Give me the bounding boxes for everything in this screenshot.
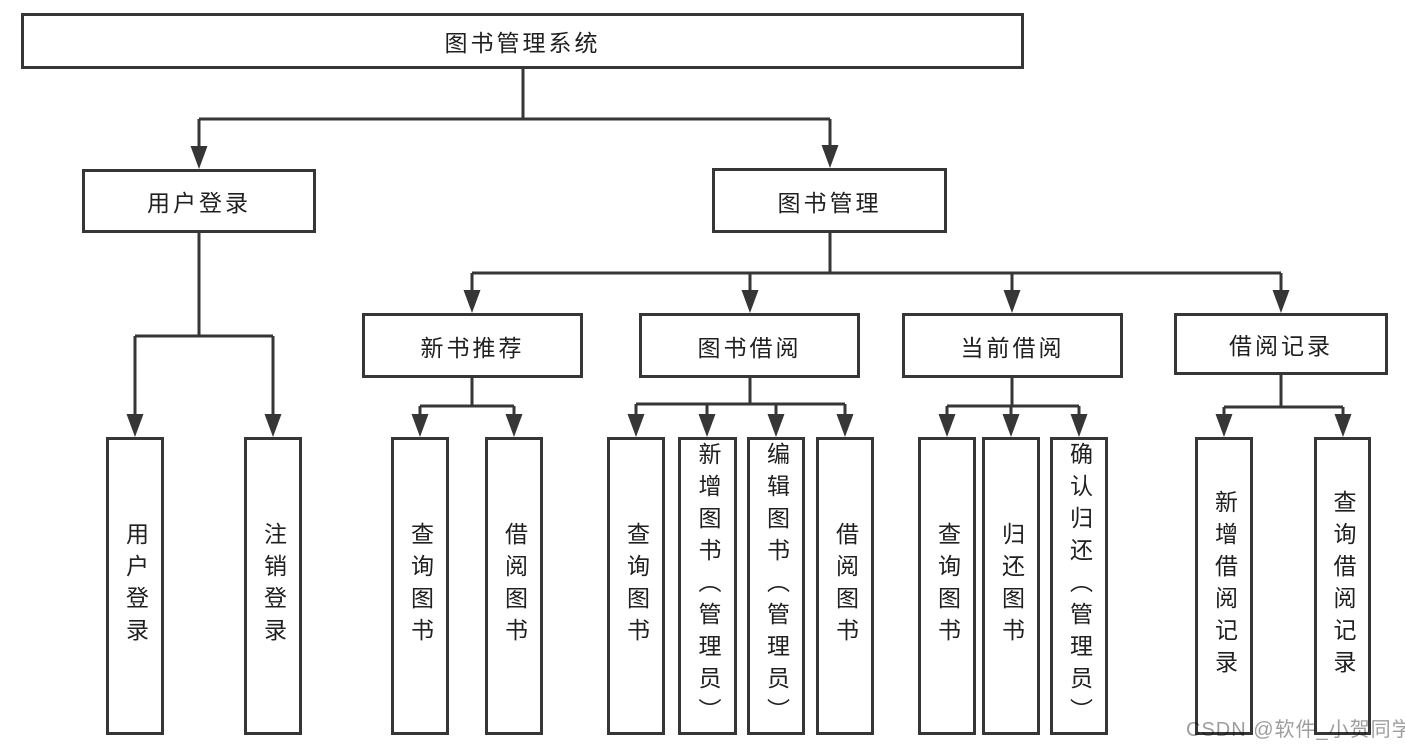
leaf-label: 新增图书（管理员） [695, 442, 721, 730]
leaf-query-borrow-record: 查询借阅记录 [1314, 437, 1371, 735]
leaf-label: 确认归还（管理员） [1066, 442, 1093, 730]
leaf-label: 查询图书 [623, 522, 650, 650]
leaf-label: 借阅图书 [832, 522, 859, 650]
leaf-label: 新增借阅记录 [1211, 490, 1238, 682]
node-book-management: 图书管理 [712, 168, 947, 233]
arrowhead-icon [698, 414, 716, 437]
leaf-return-books: 归还图书 [982, 437, 1040, 735]
leaf-label: 查询图书 [407, 522, 434, 650]
node-borrowing-records: 借阅记录 [1174, 313, 1388, 375]
node-label: 新书推荐 [420, 334, 525, 361]
arrowhead-icon [767, 414, 785, 437]
leaf-add-book-admin: 新增图书（管理员） [678, 437, 737, 735]
node-library-management-system: 图书管理系统 [21, 13, 1024, 69]
leaf-query-books-recommend: 查询图书 [391, 437, 449, 735]
node-current-borrowing: 当前借阅 [902, 313, 1123, 378]
node-label: 图书管理系统 [444, 30, 601, 56]
arrowhead-icon [1272, 290, 1290, 313]
arrowhead-icon [463, 290, 481, 313]
arrowhead-icon [836, 414, 854, 437]
node-label: 图书借阅 [697, 334, 802, 361]
node-label: 用户登录 [147, 190, 251, 216]
arrowhead-icon [741, 290, 759, 313]
arrowhead-icon [938, 414, 956, 437]
arrowhead-icon [1215, 414, 1233, 437]
arrowhead-icon [821, 145, 839, 168]
arrowhead-icon [505, 414, 523, 437]
leaf-label: 借阅图书 [501, 522, 528, 650]
arrowhead-icon [411, 414, 429, 437]
arrowhead-icon [264, 414, 282, 437]
leaf-label: 归还图书 [998, 522, 1025, 650]
arrowhead-icon [1003, 290, 1021, 313]
leaf-label: 编辑图书（管理员） [763, 442, 790, 730]
leaf-label: 用户登录 [122, 522, 149, 650]
leaf-edit-book-admin: 编辑图书（管理员） [747, 437, 805, 735]
node-book-borrowing: 图书借阅 [639, 313, 860, 378]
leaf-query-books-borrowing: 查询图书 [607, 437, 665, 735]
watermark-csdn: CSDN @软件_小贺同学 [1186, 719, 1405, 741]
leaf-add-borrow-record: 新增借阅记录 [1195, 437, 1253, 735]
leaf-confirm-return-admin: 确认归还（管理员） [1050, 437, 1108, 735]
node-label: 当前借阅 [960, 334, 1065, 361]
node-user-login: 用户登录 [82, 169, 316, 233]
leaf-user-login: 用户登录 [106, 437, 164, 735]
node-label: 借阅记录 [1229, 333, 1333, 359]
arrowhead-icon [1002, 414, 1020, 437]
leaf-label: 查询图书 [934, 522, 961, 650]
node-new-book-recommend: 新书推荐 [362, 313, 583, 378]
node-label: 图书管理 [777, 189, 882, 216]
arrowhead-icon [1070, 414, 1088, 437]
leaf-borrow-books-borrowing: 借阅图书 [816, 437, 874, 735]
arrowhead-icon [190, 146, 208, 169]
arrowhead-icon [126, 414, 144, 437]
leaf-label: 注销登录 [260, 522, 287, 650]
arrowhead-icon [627, 414, 645, 437]
leaf-label: 查询借阅记录 [1330, 490, 1356, 682]
leaf-query-books-current: 查询图书 [918, 437, 976, 735]
leaf-logout: 注销登录 [244, 437, 302, 735]
leaf-borrow-books-recommend: 借阅图书 [485, 437, 543, 735]
arrowhead-icon [1334, 414, 1352, 437]
